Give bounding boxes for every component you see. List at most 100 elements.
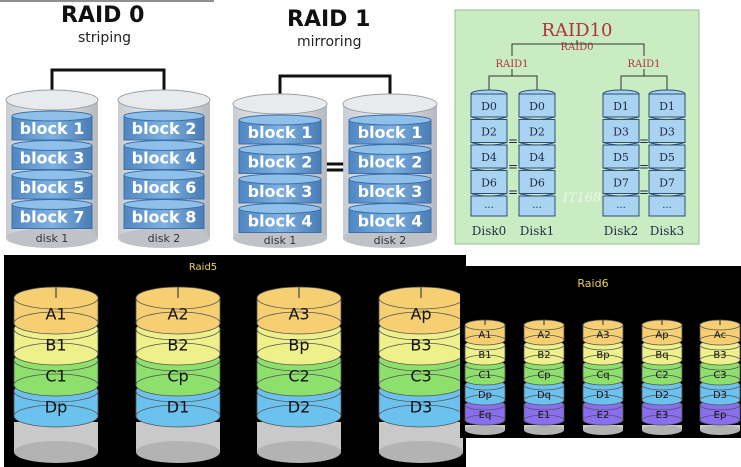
block: block 2	[348, 144, 432, 174]
block: block 6	[123, 169, 205, 200]
block-label: D0	[481, 100, 497, 113]
block-label: Cq	[596, 370, 609, 381]
block-label: block 8	[132, 208, 197, 227]
disk-label: disk 1	[36, 232, 69, 245]
block-label: Eq	[479, 410, 492, 421]
raid5-title: Raid5	[189, 262, 217, 273]
block-label: Bp	[596, 350, 609, 361]
block-label: Bp	[288, 335, 309, 354]
block-label: Dp	[45, 397, 67, 416]
raid0-subtitle: striping	[78, 30, 131, 46]
ellipsis: ...	[532, 200, 542, 211]
block: block 4	[123, 140, 205, 170]
disk-label: Disk1	[520, 224, 555, 238]
raid10-top-label: RAID0	[560, 42, 593, 53]
raid0-raid1-panel: block 1 block 3 block 5 block 7 disk 1 bloc…	[0, 0, 450, 252]
block-label: B3	[410, 335, 431, 354]
block-label: B2	[167, 335, 188, 354]
block-label: Ap	[655, 330, 668, 341]
disk-label: disk 2	[374, 234, 407, 247]
block-label: E2	[597, 410, 610, 421]
raid10-group-label: RAID1	[495, 59, 528, 70]
raid1-disk-2-blocks: block 1 block 2 block 3 block 4	[348, 114, 432, 233]
block-label: B1	[478, 350, 491, 361]
block: block 3	[238, 173, 322, 204]
raid10-tree-right	[620, 69, 668, 90]
block-label: B1	[45, 335, 66, 354]
block: block 5	[11, 169, 93, 200]
block-label: A3	[596, 330, 609, 341]
block-label: block 4	[358, 212, 423, 231]
block-label: Cp	[167, 366, 188, 385]
block-label: Ac	[714, 330, 726, 341]
block-label: block 3	[20, 149, 85, 168]
block-label: D7	[659, 177, 675, 190]
block-label: Bq	[655, 350, 668, 361]
block-label: D2	[481, 126, 497, 139]
block-label: D1	[167, 397, 190, 416]
block: block 1	[348, 114, 432, 145]
block-label: D2	[529, 126, 545, 139]
block-label: D0	[529, 100, 545, 113]
block: block 3	[11, 140, 93, 170]
block-label: D5	[659, 151, 675, 164]
raid1-connector	[278, 74, 392, 104]
block: block 7	[11, 199, 93, 229]
equals-sign: =	[639, 160, 649, 174]
block-label: block 6	[132, 178, 197, 197]
raid6-panel: Raid6 A1B1C1DpEqA2B2CpDqE1A3BpCqD1E2ApBq…	[460, 266, 741, 467]
block-label: A1	[45, 304, 66, 323]
ellipsis: ...	[616, 200, 626, 211]
disk-label: Disk3	[650, 224, 685, 238]
block-label: E3	[656, 410, 669, 421]
raid10-group-label: RAID1	[627, 59, 660, 70]
watermark: IT168	[562, 191, 602, 206]
raid10-title: RAID10	[542, 20, 613, 41]
block-label: D1	[659, 100, 675, 113]
block-label: Ep	[714, 410, 727, 421]
raid10-tree-left	[488, 69, 538, 90]
ellipsis: ...	[662, 200, 672, 211]
block-label: D3	[410, 397, 433, 416]
block: block 1	[238, 114, 322, 145]
block-label: D4	[481, 151, 497, 164]
block-label: block 5	[20, 178, 85, 197]
equals-sign: =	[508, 160, 518, 174]
block-label: D6	[529, 177, 545, 190]
block-label: Cp	[537, 370, 550, 381]
disk-label: Disk0	[472, 224, 507, 238]
block-label: C1	[478, 370, 491, 381]
block-label: block 4	[248, 212, 313, 231]
block-label: block 1	[358, 123, 423, 142]
block-label: D3	[659, 126, 675, 139]
raid1-subtitle: mirroring	[297, 34, 362, 50]
block-label: D4	[529, 151, 545, 164]
block-label: block 3	[358, 182, 423, 201]
raid0-title: RAID 0	[61, 3, 145, 28]
block-label: E1	[538, 410, 551, 421]
block-label: block 1	[20, 119, 85, 138]
block-label: B2	[537, 350, 550, 361]
raid1-equals-sign: =	[324, 152, 346, 182]
block-label: D1	[613, 100, 629, 113]
block-label: block 1	[248, 123, 313, 142]
raid0-disk-1-blocks: block 1 block 3 block 5 block 7	[11, 110, 93, 229]
raid1-disk-2: block 1 block 2 block 3 block 4 disk 2	[342, 93, 438, 248]
block: block 4	[348, 203, 432, 233]
block-label: Dq	[537, 390, 551, 401]
block-label: block 3	[248, 182, 313, 201]
